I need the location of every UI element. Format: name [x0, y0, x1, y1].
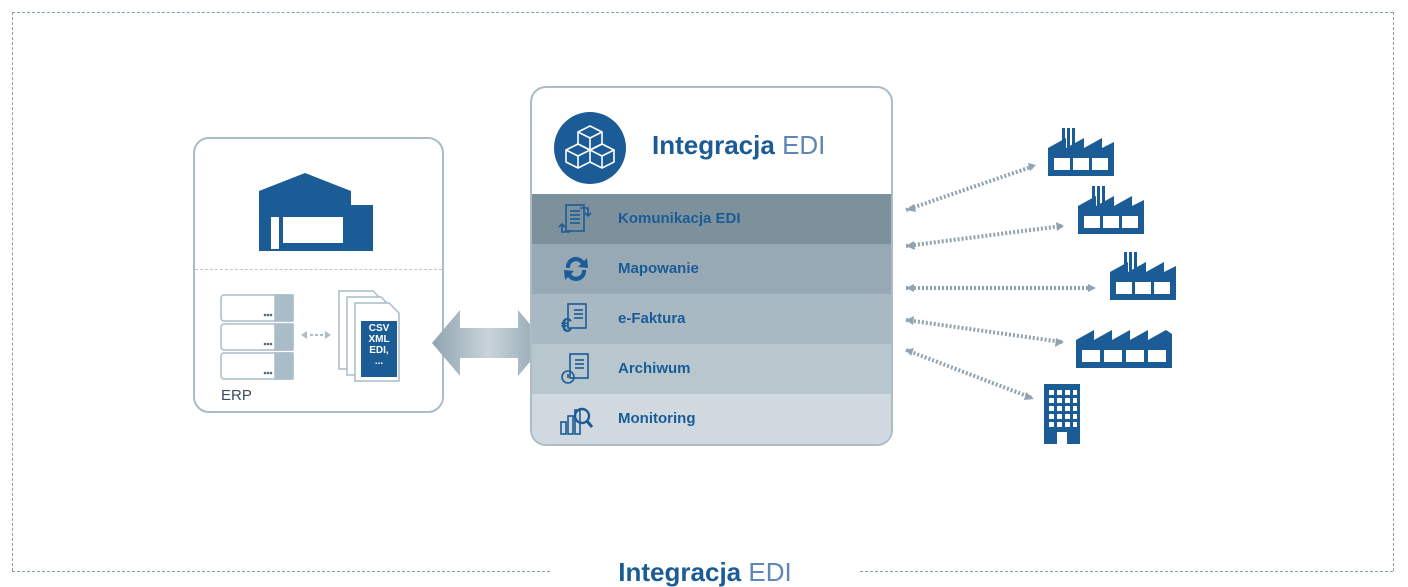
module-row-mapowanie[interactable]: Mapowanie — [532, 244, 891, 294]
module-label: Monitoring — [618, 410, 696, 427]
outer-frame-left — [12, 12, 13, 571]
factory-icon — [1110, 252, 1176, 300]
module-row-efaktura[interactable]: € e-Faktura — [532, 294, 891, 344]
warehouse-icon — [259, 173, 373, 251]
factory-icon — [1076, 330, 1172, 368]
outer-frame-right — [1393, 12, 1394, 571]
format-edi: EDI, — [369, 345, 389, 356]
document-stack-icon: CSV XML EDI, ... — [337, 289, 423, 383]
module-label: Archiwum — [618, 360, 691, 377]
office-building-icon — [1044, 384, 1080, 444]
panel-title: Integracja EDI — [652, 130, 825, 160]
svg-text:€: € — [561, 315, 572, 336]
panel-divider — [195, 269, 442, 270]
module-row-monitoring[interactable]: Monitoring — [532, 394, 891, 444]
document-formats: CSV XML EDI, ... — [363, 323, 395, 367]
sync-arrows-icon — [564, 256, 588, 282]
document-exchange-icon — [558, 204, 592, 233]
bidirectional-arrow-icon — [432, 310, 546, 376]
format-more: ... — [374, 356, 384, 367]
panel-title-light: EDI — [782, 130, 826, 160]
module-row-komunikacja[interactable]: Komunikacja EDI — [532, 194, 891, 244]
euro-document-icon: € — [561, 303, 587, 336]
connection-arrow-5 — [905, 348, 1033, 400]
connection-arrow-2 — [905, 224, 1063, 248]
module-row-archiwum[interactable]: Archiwum — [532, 344, 891, 394]
outer-frame-bottom-right — [860, 571, 1393, 572]
cubes-logo-icon — [554, 112, 626, 184]
outer-frame-top — [12, 12, 1393, 13]
connection-arrow-1 — [905, 164, 1035, 212]
archive-document-icon — [561, 353, 589, 384]
connection-arrow-4 — [905, 318, 1063, 344]
erp-panel: CSV XML EDI, ... ERP — [193, 137, 444, 413]
chart-magnifier-icon — [560, 407, 594, 435]
server-stack-icon — [220, 294, 294, 380]
panel-title-bold: Integracja — [652, 130, 775, 160]
local-exchange-arrows-icon — [301, 331, 331, 339]
factory-icon — [1078, 186, 1144, 234]
module-label: Komunikacja EDI — [618, 210, 741, 227]
outer-frame-bottom-left — [12, 571, 550, 572]
module-label: Mapowanie — [618, 260, 699, 277]
format-csv: CSV — [368, 323, 390, 334]
factory-icon — [1048, 128, 1114, 176]
footer-title-light: EDI — [748, 557, 792, 587]
format-xml: XML — [368, 334, 390, 345]
module-label: e-Faktura — [618, 310, 686, 327]
erp-label: ERP — [221, 387, 252, 404]
edi-integration-panel: Integracja EDI Komunikacja EDI Mapowanie — [530, 86, 893, 446]
footer-title: Integracja EDI — [550, 557, 860, 587]
footer-title-bold: Integracja — [618, 557, 742, 587]
